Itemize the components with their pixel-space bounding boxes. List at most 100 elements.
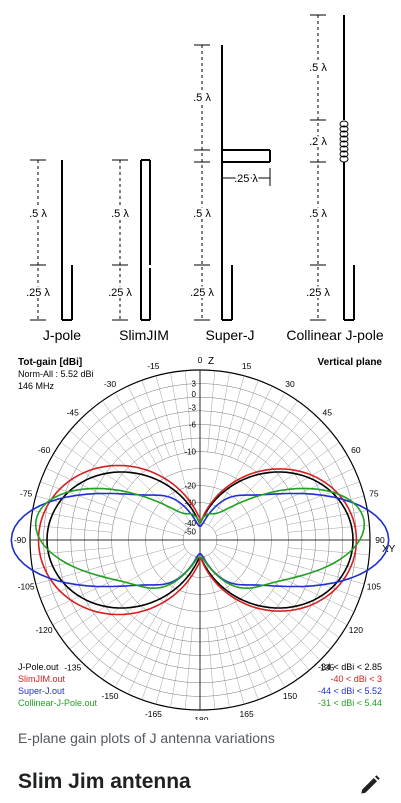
collinear-fifth-label: .2 λ [309,136,327,148]
radial-label: 0 [192,390,197,399]
grid-spoke [102,612,150,680]
grid-spoke [155,375,196,524]
antenna-names: J-pole SlimJIM Super-J Collinear J-pole [43,327,384,343]
collinear-top-half-label: .5 λ [309,62,327,74]
grid-spoke [208,392,286,526]
grid-spoke [267,596,331,650]
chart-frequency: 146 MHz [18,381,55,391]
grid-spoke [272,590,340,638]
grid-spoke [280,467,355,503]
legend-slimjim: SlimJIM.out [18,674,66,684]
grid-spoke [69,430,133,484]
gain-traces [10,464,390,616]
angle-label: 150 [283,691,297,701]
angle-label: -180 [191,715,208,720]
radial-label: -50 [184,528,196,537]
grid-spoke [256,607,310,671]
grid-spoke [237,620,273,695]
trace-superj [10,492,390,588]
edit-section-button[interactable] [357,772,383,798]
grid-spoke [141,380,170,457]
grid-spoke [170,372,185,453]
radial-label: -40 [184,519,196,528]
grid-spoke [250,400,298,468]
angle-label: -120 [36,625,53,635]
collinear-half-label: .5 λ [309,208,327,220]
grid-spoke [287,510,368,525]
angle-label: 15 [242,361,252,371]
angle-label: 105 [367,582,381,592]
collinear-quarter-label: .25 λ [306,287,330,299]
grid-spoke [208,554,286,688]
grid-spoke [237,385,273,460]
grid-spoke [287,555,368,570]
angle-label: 120 [349,625,363,635]
grid-spoke [127,620,163,695]
legend-collinear: Collinear-J-Pole.out [18,698,98,708]
pencil-icon [361,775,380,794]
grid-spoke [204,375,245,524]
superj-quarter-label: .25 λ [190,287,214,299]
legend-collinear-range: -31 < dBi < 5.44 [318,698,382,708]
legend-jpole: J-Pole.out [18,662,59,672]
grid-spoke [216,544,365,585]
dimension-lines [30,14,326,321]
legend-slimjim-range: -40 < dBi < 3 [330,674,382,684]
jpole-half-label: .5 λ [29,208,47,220]
grid-spoke [215,372,230,453]
angle-label: -45 [67,408,80,418]
grid-spoke [32,510,113,525]
grid-spoke [102,400,150,468]
superj-top-half-label: .5 λ [193,92,211,104]
angle-label: -105 [18,582,35,592]
slimjim-name: SlimJIM [119,327,169,343]
angle-label: -150 [101,691,118,701]
grid-spoke [230,380,259,457]
grid-spoke [90,607,144,671]
grid-spoke [267,430,331,484]
legend-superj-range: -44 < dBi < 5.52 [318,686,382,696]
grid-spoke [35,544,184,585]
radial-label: 3 [192,380,197,389]
angle-label: -90 [14,535,27,545]
angle-label: -30 [104,379,117,389]
figure-caption: E-plane gain plots of J antenna variatio… [18,730,275,746]
loading-coil [339,120,349,163]
radial-label: -20 [184,482,196,491]
polar-grid [29,369,371,711]
trace-slimjim [37,464,358,616]
chart-plane: Vertical plane [318,357,383,368]
grid-spoke [114,554,192,688]
grid-spoke [69,596,133,650]
slimjim-half-label: .5 λ [111,208,129,220]
jpole-name: J-pole [43,327,81,343]
grid-spoke [79,551,189,661]
angle-label: 45 [323,408,333,418]
grid-spoke [204,556,245,705]
grid-spoke [60,442,128,490]
xy-axis-label: XY [382,544,396,555]
grid-spoke [30,524,112,533]
grid-spoke [250,612,298,680]
grid-spoke [170,627,185,708]
legend-jpole-range: -34 < dBi < 2.85 [318,662,382,672]
collinear-name: Collinear J-pole [286,327,383,343]
chart-title: Tot-gain [dBi] [18,357,82,368]
grid-spoke [90,409,144,473]
radial-label: -3 [189,403,197,412]
grid-spoke [79,419,189,529]
grid-spoke [155,556,196,705]
grid-spoke [211,551,321,661]
grid-spoke [60,590,128,638]
angle-label: 30 [285,379,295,389]
grid-spoke [141,623,170,700]
angle-label: 75 [369,488,379,498]
grid-spoke [280,577,355,613]
grid-spoke [211,419,321,529]
grid-spoke [45,577,120,613]
superj-half-label: .5 λ [193,208,211,220]
grid-spoke [256,409,310,473]
chart-legend: J-Pole.out SlimJIM.out Super-J.out Colli… [18,662,382,708]
grid-spoke [114,392,192,526]
radial-label: -10 [184,448,196,457]
